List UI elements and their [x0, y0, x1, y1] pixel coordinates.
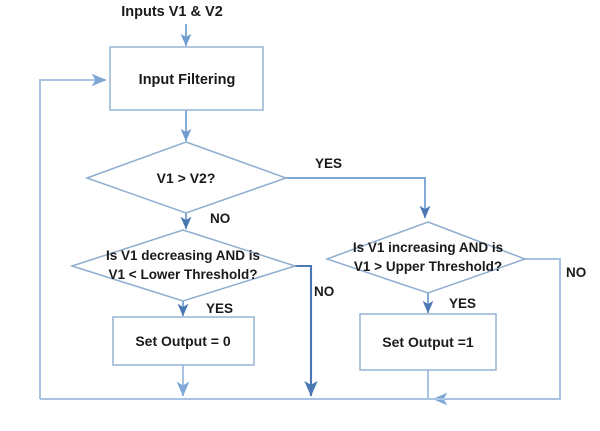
node-label-upper-line1: Is V1 increasing AND is — [353, 240, 503, 255]
node-label-input-filtering: Input Filtering — [139, 72, 236, 88]
edge-lower-no-to-bottom — [295, 264, 318, 397]
node-label-compare: V1 > V2? — [157, 170, 216, 186]
edge-compare-yes-to-upper — [286, 177, 431, 219]
node-lower-threshold-decision[interactable] — [69, 229, 298, 302]
node-label-lower-line2: V1 < Lower Threshold? — [109, 267, 258, 282]
node-label-upper-line2: V1 > Upper Threshold? — [354, 259, 502, 274]
node-set-output-zero[interactable] — [112, 316, 255, 366]
diagram-title: Inputs V1 & V2 — [121, 4, 223, 20]
edge-feedback-to-filtering — [39, 73, 107, 399]
node-upper-threshold-decision[interactable] — [324, 221, 528, 294]
node-label-set-output-zero: Set Output = 0 — [135, 333, 231, 349]
edge-label-lower-no: NO — [314, 284, 334, 299]
node-set-output-one[interactable] — [359, 313, 497, 371]
edge-label-lower-yes: YES — [206, 301, 233, 316]
edge-label-upper-yes: YES — [449, 296, 476, 311]
node-compare-decision[interactable] — [84, 141, 289, 214]
edge-label-compare-yes: YES — [315, 156, 342, 171]
node-input-filtering[interactable] — [109, 46, 264, 111]
edge-label-upper-no: NO — [566, 265, 586, 280]
edge-label-compare-no: NO — [210, 211, 230, 226]
node-label-set-output-one: Set Output =1 — [382, 334, 474, 350]
node-label-lower-line1: Is V1 decreasing AND is — [106, 248, 260, 263]
